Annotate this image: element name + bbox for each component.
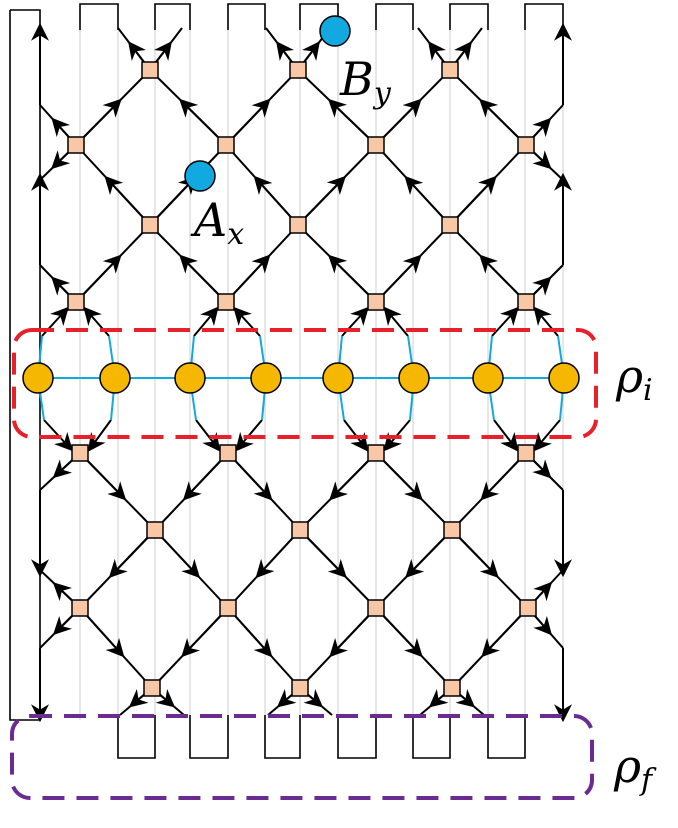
- top-cup-1: [154, 3, 191, 30]
- state-out-down-7: [533, 419, 561, 452]
- gate-tensor-12: [367, 293, 385, 311]
- gate-tensor-2: [441, 61, 459, 79]
- gate-tensor-1: [289, 61, 307, 79]
- state-node-2: [174, 362, 206, 394]
- state-node-7: [548, 362, 580, 394]
- state-out-up-5: [383, 306, 409, 337]
- state-out-up-0: [41, 306, 69, 337]
- top-cup-4: [375, 3, 414, 30]
- rho-f-dashed-box: [10, 714, 594, 800]
- rho-i-main: ρ: [615, 349, 643, 403]
- operator-a-node: [184, 160, 216, 192]
- state-out-up-2: [193, 306, 219, 337]
- top-cup-0: [79, 3, 119, 30]
- gate-tensor-16: [367, 444, 385, 462]
- gate-tensor-9: [441, 216, 459, 234]
- gate-tensor-4: [217, 136, 235, 154]
- state-out-down-2: [195, 419, 221, 452]
- gate-tensor-7: [141, 216, 159, 234]
- operator-a-sub: x: [227, 217, 244, 252]
- rho-i-sub: i: [643, 373, 653, 408]
- state-out-down-3: [235, 419, 263, 452]
- state-node-1: [99, 362, 131, 394]
- state-node-3: [250, 362, 282, 394]
- operator-b-main: B: [339, 52, 374, 106]
- gate-tensors: [67, 61, 537, 697]
- state-out-down-1: [87, 419, 112, 452]
- state-out-up-6: [491, 306, 519, 337]
- top-cup-2: [227, 3, 266, 30]
- bottom-cup-0: [117, 715, 156, 759]
- top-cup-6: [524, 3, 564, 30]
- rho-i-dashed-box: [12, 328, 598, 439]
- gate-tensor-19: [291, 521, 309, 539]
- gate-tensor-24: [519, 599, 537, 617]
- state-out-up-7: [533, 306, 559, 337]
- state-node-4: [322, 362, 354, 394]
- initial-state-nodes: [22, 362, 580, 394]
- gate-tensor-18: [146, 521, 164, 539]
- gate-tensor-5: [367, 136, 385, 154]
- operator-b-sub: y: [372, 76, 392, 111]
- bottom-boundary-cups: [117, 715, 526, 759]
- bottom-cup-1: [189, 715, 229, 759]
- rho-f-main: ρ: [613, 739, 641, 793]
- bottom-cup-4: [412, 715, 451, 759]
- gate-tensor-3: [67, 136, 85, 154]
- operator-a-main: A: [190, 193, 227, 247]
- gate-tensor-11: [217, 293, 235, 311]
- bottom-cup-5: [487, 715, 526, 759]
- state-out-up-1: [83, 306, 110, 337]
- state-out-down-4: [343, 419, 369, 452]
- gate-tensor-23: [367, 599, 385, 617]
- gate-tensor-8: [289, 216, 307, 234]
- gate-tensor-0: [141, 61, 159, 79]
- state-out-down-6: [493, 419, 519, 452]
- operator-b-label: By: [339, 52, 392, 111]
- operator-a-label: Ax: [190, 193, 244, 252]
- bottom-cup-3: [337, 715, 377, 759]
- gate-tensor-14: [71, 444, 89, 462]
- top-cup-5: [449, 3, 489, 30]
- gate-tensor-20: [443, 521, 461, 539]
- operator-nodes: [184, 15, 351, 192]
- rho-f-sub: f: [639, 763, 657, 798]
- gate-tensor-21: [71, 599, 89, 617]
- state-node-0: [22, 362, 54, 394]
- state-node-5: [398, 362, 430, 394]
- state-out-up-4: [341, 306, 369, 337]
- state-out-down-5: [383, 419, 411, 452]
- state-out-down-0: [43, 419, 73, 452]
- gate-tensor-10: [67, 293, 85, 311]
- gate-tensor-27: [443, 679, 461, 697]
- gate-tensor-15: [219, 444, 237, 462]
- top-boundary-cups: [79, 3, 564, 30]
- gate-tensor-6: [517, 136, 535, 154]
- rho-i-label: ρi: [615, 349, 653, 408]
- state-out-up-3: [233, 306, 261, 337]
- gate-tensor-26: [291, 679, 309, 697]
- operator-b-node: [319, 15, 351, 47]
- gate-tensor-22: [219, 599, 237, 617]
- gate-tensor-17: [517, 444, 535, 462]
- rho-f-label: ρf: [613, 739, 657, 798]
- gate-tensor-13: [517, 293, 535, 311]
- bottom-cup-2: [264, 715, 301, 759]
- state-node-6: [472, 362, 504, 394]
- gate-tensor-25: [143, 679, 161, 697]
